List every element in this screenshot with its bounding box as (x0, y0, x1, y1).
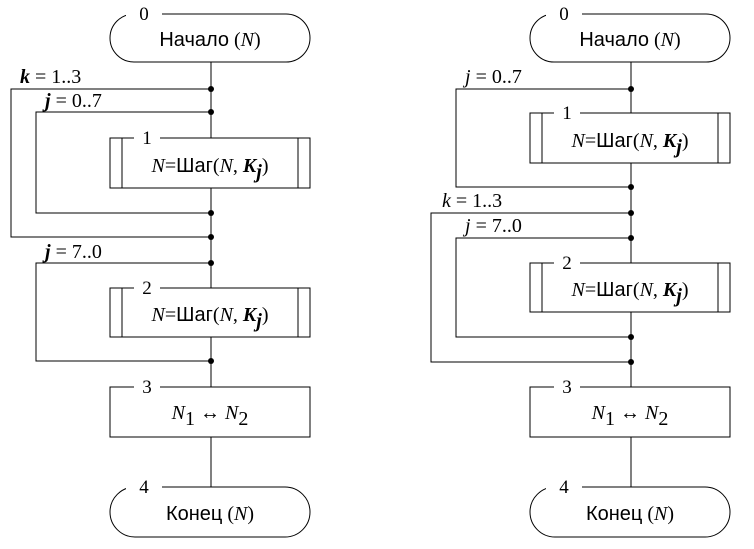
process-block-3: 3 N1 ↔ N2 (529, 377, 731, 438)
loop-label-j: j = 0..7 (42, 90, 102, 112)
junction-dot (628, 184, 634, 190)
loop-label-k: k = 1..3 (442, 190, 502, 212)
junction-dot (628, 235, 634, 241)
block-number: 3 (562, 377, 572, 398)
junction-dot (208, 210, 214, 216)
block-number: 2 (562, 253, 572, 274)
start-terminator: 0 Начало (N) (529, 4, 731, 63)
block-number: 3 (142, 377, 152, 398)
loop-label-j: j = 7..0 (42, 241, 102, 263)
step-formula: N=Шаг(N, Kj) (151, 155, 269, 183)
junction-dot (208, 358, 214, 364)
process-block-1: 1 N=Шаг(N, Kj) (109, 128, 311, 189)
swap-formula: N1 ↔ N2 (591, 402, 669, 430)
junction-dot (628, 86, 634, 92)
end-terminator: 4 Конец (N) (529, 477, 731, 538)
block-number: 4 (559, 477, 569, 498)
loop-k: k = 1..3 (430, 190, 634, 365)
end-terminator: 4 Конец (N) (109, 477, 311, 538)
step-formula: N=Шаг(N, Kj) (571, 279, 689, 307)
junction-dot (628, 334, 634, 340)
junction-dot (628, 210, 634, 216)
block-number: 0 (139, 4, 149, 25)
start-label: Начало (N) (159, 29, 260, 51)
start-terminator: 0 Начало (N) (109, 4, 311, 63)
step-formula: N=Шаг(N, Kj) (151, 304, 269, 332)
loop-label-j: j = 7..0 (462, 215, 522, 237)
junction-dot (208, 109, 214, 115)
process-block-3: 3 N1 ↔ N2 (109, 377, 311, 438)
loop-j-forward: j = 0..7 (35, 90, 214, 216)
end-label: Конец (N) (166, 503, 254, 525)
step-formula: N=Шаг(N, Kj) (571, 130, 689, 158)
end-label: Конец (N) (586, 503, 674, 525)
block-number: 4 (139, 477, 149, 498)
process-block-1: 1 N=Шаг(N, Kj) (529, 103, 731, 164)
junction-dot (208, 260, 214, 266)
loop-j-forward: j = 0..7 (455, 66, 634, 190)
loop-label-j: j = 0..7 (462, 66, 522, 88)
block-number: 1 (562, 103, 572, 124)
loop-label-k: k = 1..3 (20, 66, 81, 88)
junction-dot (208, 234, 214, 240)
loop-k: k = 1..3 (10, 66, 214, 240)
right-flowchart: 0 Начало (N) j = 0..7 1 N=Шаг(N, Kj) k =… (430, 4, 731, 538)
process-block-2: 2 N=Шаг(N, Kj) (109, 278, 311, 338)
block-number: 2 (142, 278, 152, 299)
process-block-2: 2 N=Шаг(N, Kj) (529, 253, 731, 313)
loop-j-reverse: j = 7..0 (455, 215, 634, 340)
left-flowchart: 0 Начало (N) k = 1..3 j = 0..7 1 N=Шаг(N… (10, 4, 311, 538)
junction-dot (628, 359, 634, 365)
block-number: 1 (142, 128, 152, 149)
loop-j-reverse: j = 7..0 (35, 241, 214, 364)
start-label: Начало (N) (579, 29, 680, 51)
junction-dot (208, 86, 214, 92)
swap-formula: N1 ↔ N2 (171, 402, 249, 430)
block-number: 0 (559, 4, 569, 25)
